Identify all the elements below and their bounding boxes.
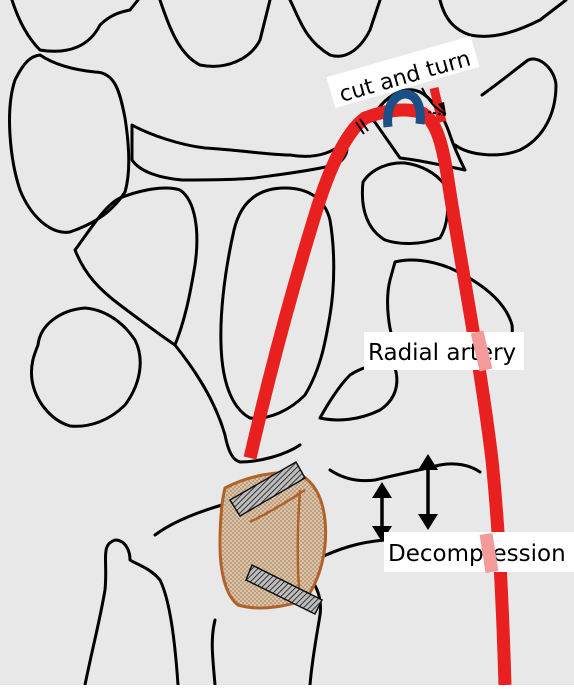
radial-artery-label: Radial artery — [368, 340, 516, 366]
decompression-label: Decompression — [388, 541, 566, 567]
